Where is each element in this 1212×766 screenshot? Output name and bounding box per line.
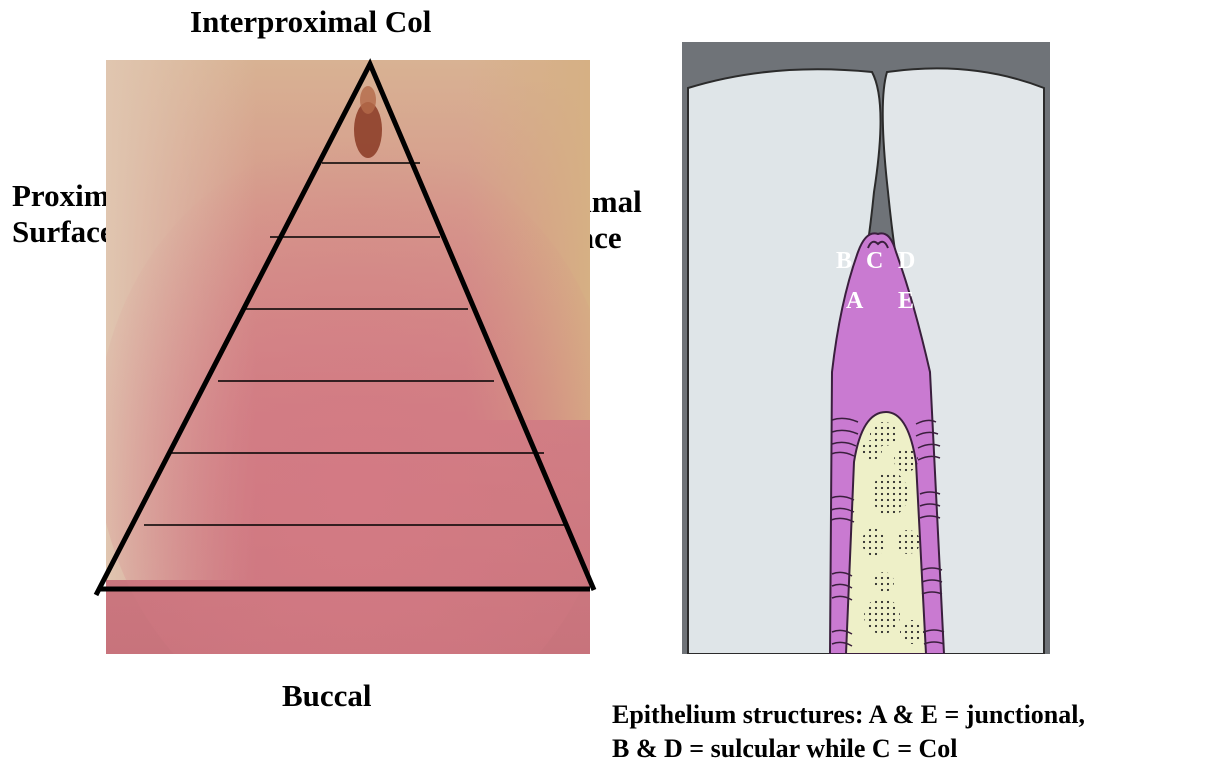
- letter-b: B: [836, 248, 852, 274]
- buccal-label: Buccal: [282, 678, 372, 714]
- interdental-illustration-graphic: [682, 42, 1050, 654]
- caption-line1: Epithelium structures: A & E = junctiona…: [612, 698, 1085, 732]
- caption-line2: B & D = sulcular while C = Col: [612, 732, 1085, 766]
- interdental-illustration: B C D A E: [682, 42, 1050, 654]
- letter-c: C: [866, 248, 883, 274]
- caption: Epithelium structures: A & E = junctiona…: [612, 698, 1085, 766]
- gingiva-photo-graphic: [106, 60, 590, 654]
- letter-e: E: [898, 288, 914, 314]
- letter-a: A: [846, 288, 863, 314]
- letter-d: D: [898, 248, 915, 274]
- gingiva-photo: [106, 60, 590, 654]
- diagram-title: Interproximal Col: [190, 4, 431, 40]
